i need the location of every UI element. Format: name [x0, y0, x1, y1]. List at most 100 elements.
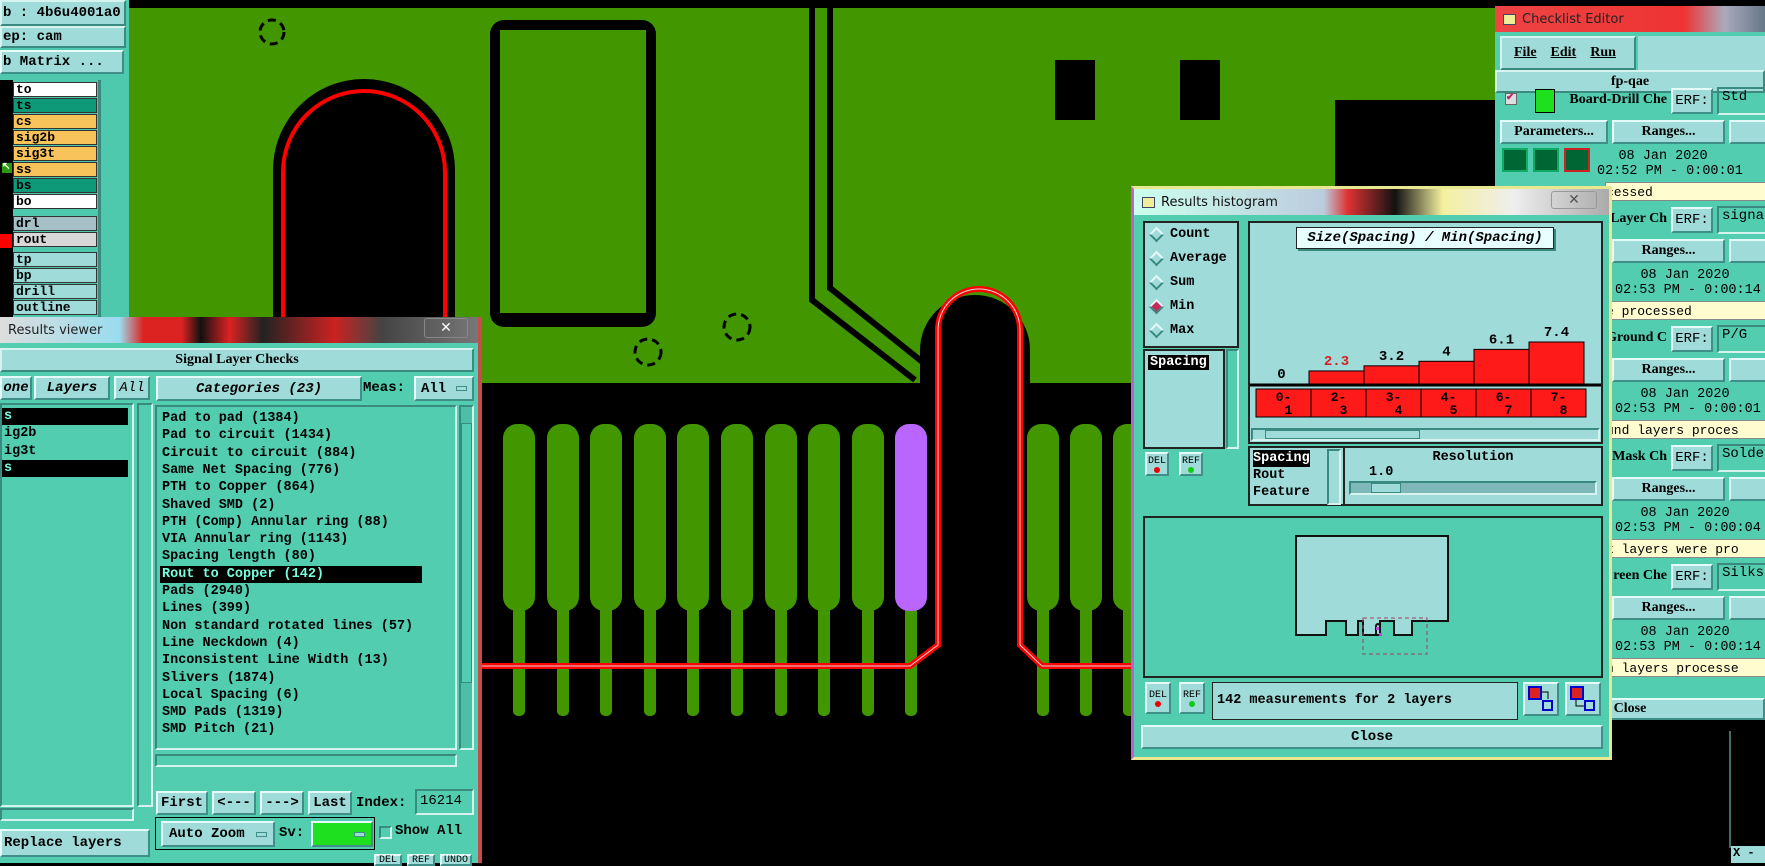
- category-list[interactable]: Pad to pad (1384) Pad to circuit (1434)Ci…: [155, 405, 457, 750]
- layer-list-hscrollbar[interactable]: [0, 808, 134, 821]
- category-item[interactable]: Line Neckdown (4): [162, 635, 300, 651]
- category-item[interactable]: Lines (399): [162, 601, 252, 617]
- erf-field[interactable]: Std: [1717, 87, 1765, 115]
- erf-field[interactable]: Solde: [1717, 444, 1765, 472]
- mode-radio-max[interactable]: Max: [1148, 322, 1194, 339]
- layer-row[interactable]: sig3t: [13, 146, 97, 161]
- layer-row[interactable]: drl: [13, 216, 97, 231]
- del-button[interactable]: DEL: [1145, 452, 1169, 476]
- category-item[interactable]: SMD Pads (1319): [162, 705, 284, 721]
- layer-list-scrollbar[interactable]: [137, 403, 153, 807]
- layer-row[interactable]: sig2b: [13, 130, 97, 145]
- category-item[interactable]: Non standard rotated lines (57): [162, 618, 414, 634]
- erf-button[interactable]: ERF:: [1671, 207, 1713, 233]
- more-button[interactable]: [1729, 239, 1765, 263]
- meas-dropdown[interactable]: All: [414, 376, 474, 401]
- category-item[interactable]: VIA Annular ring (1143): [162, 532, 349, 548]
- first-button[interactable]: First: [156, 791, 208, 815]
- category-item[interactable]: Pad to pad (1384): [162, 411, 300, 426]
- attribute-scrollbar[interactable]: [1226, 349, 1239, 449]
- category-item[interactable]: PTH (Comp) Annular ring (88): [162, 514, 389, 530]
- close-icon[interactable]: ✕: [1551, 191, 1597, 209]
- board-preview[interactable]: [1143, 516, 1603, 678]
- tab-all[interactable]: All: [114, 376, 150, 400]
- export-histogram-icon[interactable]: [1523, 682, 1559, 716]
- menu-run[interactable]: Run: [1590, 45, 1616, 60]
- window-title-bar[interactable]: Results viewer: [0, 317, 478, 343]
- chart-hscrollbar[interactable]: [1251, 428, 1600, 441]
- layer-row[interactable]: ts: [13, 98, 97, 113]
- layer-row[interactable]: outline: [13, 300, 97, 315]
- run-check-icon[interactable]: [1533, 148, 1559, 172]
- erf-button[interactable]: ERF:: [1671, 564, 1713, 590]
- last-button[interactable]: Last: [308, 791, 352, 815]
- field-scrollbar[interactable]: [1327, 449, 1341, 505]
- layer-row[interactable]: bp: [13, 268, 97, 283]
- matrix-button[interactable]: b Matrix ...: [0, 50, 124, 74]
- parameters-button[interactable]: Parameters...: [1500, 120, 1608, 144]
- erf-button[interactable]: ERF:: [1671, 88, 1713, 114]
- category-item[interactable]: Spacing length (80): [162, 549, 316, 565]
- menu-edit[interactable]: Edit: [1550, 45, 1577, 60]
- menu-file[interactable]: File: [1514, 45, 1537, 60]
- more-button[interactable]: [1729, 358, 1765, 382]
- del-button[interactable]: DEL: [374, 854, 402, 866]
- undo-button[interactable]: UNDO: [440, 854, 472, 866]
- layer-row[interactable]: drill: [13, 284, 97, 299]
- layer-result-item[interactable]: ig3t: [4, 443, 37, 459]
- attribute-item[interactable]: Spacing: [1148, 355, 1209, 370]
- ranges-button[interactable]: Ranges...: [1612, 596, 1725, 620]
- prev-button[interactable]: <---: [212, 791, 256, 815]
- more-button[interactable]: [1729, 477, 1765, 501]
- run-check-icon[interactable]: [1564, 148, 1590, 172]
- category-item[interactable]: Circuit to circuit (884): [162, 445, 357, 461]
- field-item[interactable]: Rout: [1253, 468, 1286, 483]
- category-item[interactable]: Inconsistent Line Width (13): [162, 653, 389, 669]
- check-enabled-checkbox[interactable]: ✔: [1505, 93, 1517, 105]
- erf-button[interactable]: ERF:: [1671, 326, 1713, 352]
- category-item[interactable]: Pad to circuit (1434): [162, 428, 333, 444]
- layer-row[interactable]: to: [13, 82, 97, 97]
- import-histogram-icon[interactable]: [1565, 682, 1601, 716]
- erf-field[interactable]: P/G: [1717, 325, 1765, 353]
- ranges-button[interactable]: Ranges...: [1612, 239, 1725, 263]
- del-button[interactable]: DEL: [1145, 682, 1171, 714]
- ranges-button[interactable]: Ranges...: [1612, 358, 1725, 382]
- replace-layers-dropdown[interactable]: Replace layers: [0, 829, 150, 857]
- mode-radio-sum[interactable]: Sum: [1148, 274, 1194, 291]
- erf-field[interactable]: Silks: [1717, 563, 1765, 591]
- layer-row[interactable]: tp: [13, 252, 97, 267]
- category-item[interactable]: Same Net Spacing (776): [162, 462, 341, 478]
- mode-radio-count[interactable]: Count: [1148, 226, 1211, 243]
- layer-row[interactable]: bs: [13, 178, 97, 193]
- auto-zoom-dropdown[interactable]: Auto Zoom: [161, 821, 275, 847]
- erf-field[interactable]: signa: [1717, 206, 1765, 234]
- category-item[interactable]: PTH to Copper (864): [162, 480, 316, 496]
- field-item[interactable]: Spacing: [1253, 450, 1310, 467]
- layer-row[interactable]: ss: [13, 162, 97, 177]
- ref-button[interactable]: REF: [1179, 452, 1203, 476]
- field-item[interactable]: Feature: [1253, 485, 1310, 500]
- layer-row[interactable]: rout: [13, 232, 97, 247]
- window-title-bar[interactable]: Checklist Editor: [1495, 6, 1765, 32]
- layer-result-item[interactable]: s: [2, 459, 128, 477]
- histogram-close-button[interactable]: Close: [1141, 725, 1603, 749]
- ref-button[interactable]: REF: [407, 854, 435, 866]
- layer-row[interactable]: cs: [13, 114, 97, 129]
- ref-button[interactable]: REF: [1179, 682, 1205, 714]
- mode-radio-average[interactable]: Average: [1148, 250, 1227, 267]
- attribute-list[interactable]: Spacing: [1143, 349, 1225, 449]
- close-icon[interactable]: ✕: [424, 318, 468, 338]
- layer-result-item[interactable]: s: [2, 408, 128, 425]
- more-button[interactable]: [1729, 120, 1765, 144]
- show-all-checkbox[interactable]: [379, 826, 392, 839]
- severity-dropdown[interactable]: [311, 821, 373, 847]
- ranges-button[interactable]: Ranges...: [1612, 477, 1725, 501]
- window-title-bar[interactable]: Results histogram: [1134, 189, 1609, 215]
- tab-layers[interactable]: Layers: [34, 376, 110, 400]
- index-input[interactable]: 16214: [415, 789, 474, 815]
- tab-none[interactable]: one: [0, 376, 32, 400]
- slider-handle[interactable]: [1371, 483, 1401, 493]
